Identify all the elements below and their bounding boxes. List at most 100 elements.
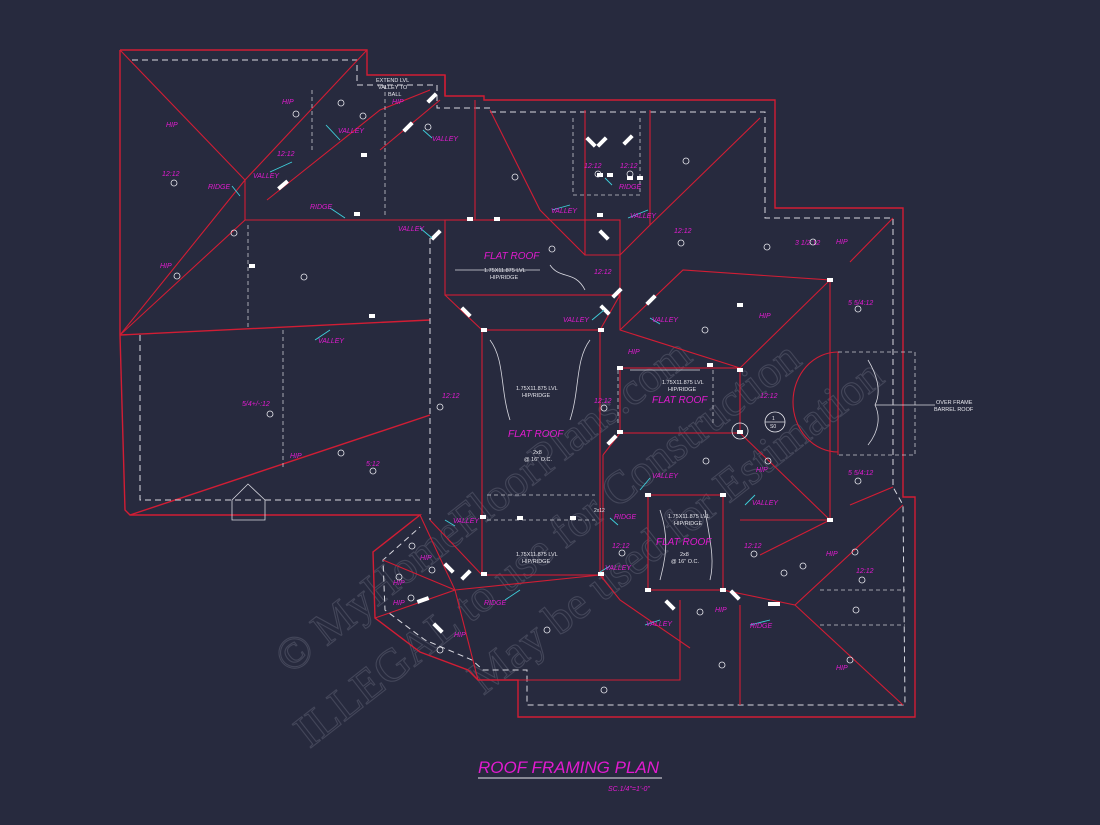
marker-circle: [854, 477, 862, 485]
post: [481, 328, 487, 332]
lvl-block: [596, 136, 608, 148]
post: [480, 515, 486, 519]
joist-size: 2x8: [680, 552, 689, 558]
lvl-block: [729, 589, 741, 601]
chimney: [231, 483, 266, 521]
label-pitch: 12:12: [584, 163, 602, 170]
watermark: © MyHomeFloorPlans.com ILLEGAL to use fo…: [264, 327, 893, 758]
post: [737, 368, 743, 372]
label-pitch: 12:12: [612, 543, 630, 550]
label-ridge: RIDGE: [310, 204, 333, 211]
marker-circle: [682, 157, 690, 165]
detail-number: 1: [772, 416, 775, 422]
label-hip: HIP: [393, 600, 405, 607]
plan-labels: HIP HIP HIP HIP HIP HIP HIP HIP HIP HIP …: [160, 78, 974, 672]
lvl-tag: HIP/RIDGE: [522, 559, 550, 565]
marker-circle: [594, 170, 602, 178]
label-hip: HIP: [393, 580, 405, 587]
post: [720, 493, 726, 497]
joist-size: 2x8: [533, 450, 542, 456]
post: [597, 213, 603, 217]
post: [481, 572, 487, 576]
marker-circle: [511, 173, 519, 181]
marker-circle: [359, 112, 367, 120]
marker-circle: [626, 170, 634, 178]
marker-circle: [173, 272, 181, 280]
label-hip: HIP: [836, 665, 848, 672]
label-pitch-55: 5 5/4:12: [848, 470, 873, 477]
post: [517, 516, 523, 520]
post: [354, 212, 360, 216]
posts: [249, 92, 833, 634]
label-valley: VALLEY: [563, 317, 590, 324]
post: [597, 173, 603, 177]
label-ridge: RIDGE: [750, 623, 773, 630]
label-hip: HIP: [392, 99, 404, 106]
post: [737, 303, 743, 307]
marker-circle: [395, 573, 403, 581]
lvl-size: 1.75X11.875 LVL: [516, 552, 558, 558]
post: [720, 588, 726, 592]
marker-circle: [718, 661, 726, 669]
label-hip: HIP: [715, 607, 727, 614]
lvl-block: [622, 134, 634, 146]
label-hip: HIP: [166, 122, 178, 129]
label-ridge: RIDGE: [484, 600, 507, 607]
marker-circle: [170, 179, 178, 187]
lvl-tag: HIP/RIDGE: [522, 393, 550, 399]
drawing-scale: SC.1/4"=1'-0": [608, 786, 650, 793]
label-pitch: 12:12: [856, 568, 874, 575]
post: [369, 314, 375, 318]
marker-circle: [701, 326, 709, 334]
label-valley: VALLEY: [318, 338, 345, 345]
label-hip: HIP: [454, 632, 466, 639]
marker-circle: [337, 99, 345, 107]
post: [827, 518, 833, 522]
label-pitch: 12:12: [594, 398, 612, 405]
marker-circle: [266, 410, 274, 418]
post: [737, 430, 743, 434]
marker-circle: [764, 457, 772, 465]
marker-circle: [600, 686, 608, 694]
framing-details: [231, 85, 935, 626]
marker-circle: [230, 229, 238, 237]
label-valley: VALLEY: [652, 317, 679, 324]
post: [467, 217, 473, 221]
lvl-block: [611, 287, 623, 299]
label-flat-roof: FLAT ROOF: [656, 537, 712, 548]
lvl-block: [664, 599, 676, 611]
marker-circle: [854, 305, 862, 313]
post: [361, 153, 367, 157]
marker-circle: [408, 542, 416, 550]
post: [645, 493, 651, 497]
marker-circle: [677, 239, 685, 247]
lvl-block: [426, 92, 438, 104]
marker-circle: [858, 576, 866, 584]
extend-note-2: VALLEY TO: [378, 85, 408, 91]
label-pitch-5: 5:12: [366, 461, 380, 468]
label-valley: VALLEY: [253, 173, 280, 180]
label-hip: HIP: [628, 349, 640, 356]
marker-circle: [851, 548, 859, 556]
marker-circle: [424, 123, 432, 131]
lvl-block: [402, 121, 414, 133]
label-hip: HIP: [282, 99, 294, 106]
label-hip: HIP: [420, 555, 432, 562]
lvl-tag: HIP/RIDGE: [674, 521, 702, 527]
lvl-size: 1.75X11.875 LVL: [516, 386, 558, 392]
label-pitch: 12:12: [620, 163, 638, 170]
label-hip: HIP: [160, 263, 172, 270]
lvl-tag: HIP/RIDGE: [668, 387, 696, 393]
label-valley: VALLEY: [652, 473, 679, 480]
marker-circle: [799, 562, 807, 570]
label-pitch-3: 3 1/2:12: [795, 240, 820, 247]
markers: [170, 99, 866, 694]
post: [827, 278, 833, 282]
lvl-size: 1.75X11.875 LVL: [484, 268, 526, 274]
marker-circle: [369, 467, 377, 475]
extend-note-3: BALL: [388, 92, 401, 98]
lvl-size: 1.75X11.875 LVL: [662, 380, 704, 386]
barrel-note-2: BARREL ROOF: [934, 407, 974, 413]
label-flat-roof: FLAT ROOF: [652, 395, 708, 406]
